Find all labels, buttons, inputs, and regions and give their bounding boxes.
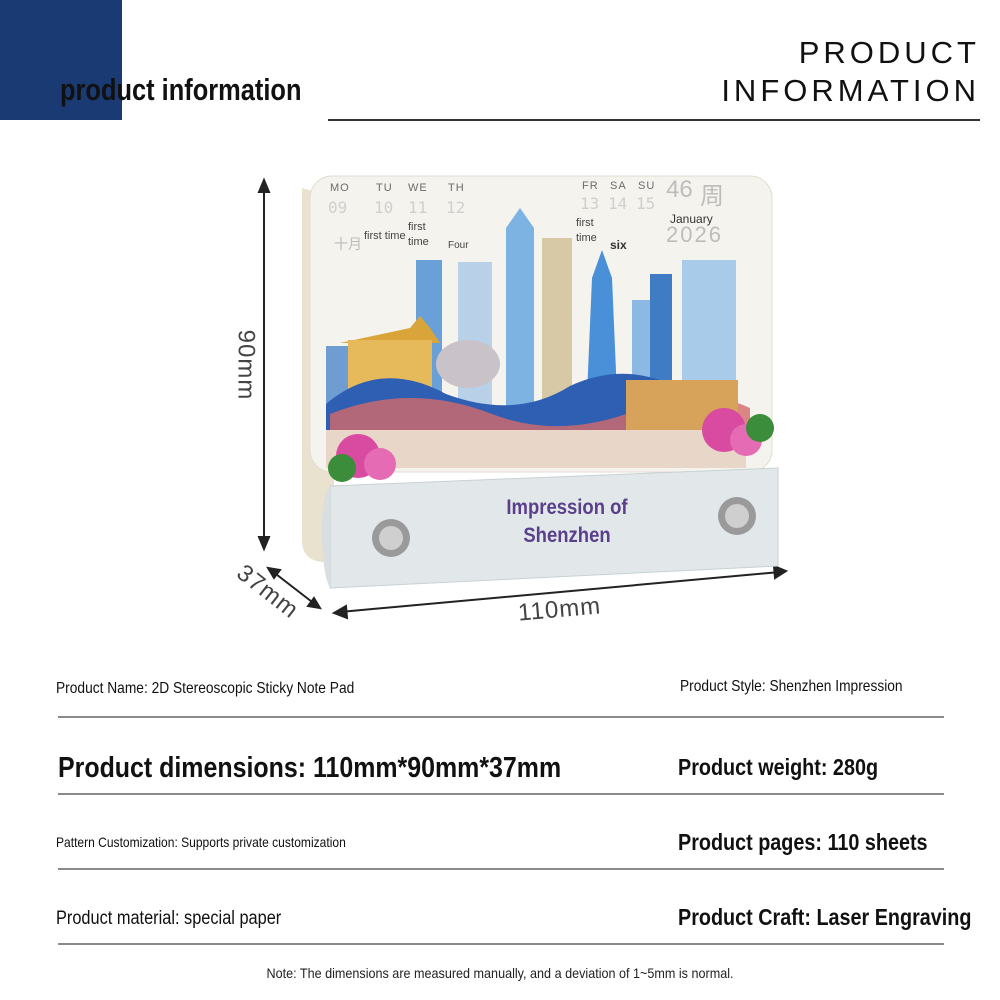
spec-product-material: Product material: special paper bbox=[56, 908, 282, 929]
calendar-day: SU bbox=[638, 180, 656, 192]
magnet-buttons bbox=[372, 497, 756, 557]
calendar-date: 15 bbox=[636, 194, 656, 213]
product-illustration bbox=[257, 175, 789, 620]
week-number: 46 bbox=[666, 176, 693, 203]
spec-divider bbox=[58, 793, 944, 795]
width-arrow bbox=[339, 571, 781, 613]
depth-arrow bbox=[271, 570, 317, 606]
spec-product-name: Product Name: 2D Stereoscopic Sticky Not… bbox=[56, 680, 355, 697]
calendar-date: 09 bbox=[328, 198, 348, 217]
calendar-note: first time bbox=[576, 217, 597, 244]
skyline bbox=[326, 208, 750, 468]
stand-engraving: Impression of Shenzhen bbox=[501, 494, 633, 550]
spec-divider bbox=[58, 868, 944, 870]
calendar-note: Four bbox=[448, 240, 469, 251]
calendar-date: 12 bbox=[446, 198, 466, 217]
calendar-date: 11 bbox=[408, 198, 428, 217]
spec-product-dimensions: Product dimensions: 110mm*90mm*37mm bbox=[58, 752, 562, 784]
spec-product-pages: Product pages: 110 sheets bbox=[678, 829, 928, 855]
lunar-date: 十月 bbox=[334, 236, 362, 252]
calendar-date: 13 bbox=[580, 194, 600, 213]
spec-divider bbox=[58, 716, 944, 718]
corner-accent-block bbox=[0, 0, 122, 120]
calendar-year: 2026 bbox=[666, 222, 723, 247]
dimension-arrows bbox=[257, 177, 789, 620]
spec-pattern-customization: Pattern Customization: Supports private … bbox=[56, 834, 346, 850]
page-title-line2: INFORMATION bbox=[721, 73, 980, 108]
calendar-note: first time bbox=[408, 221, 429, 248]
height-label: 90mm bbox=[232, 329, 260, 401]
spec-product-craft: Product Craft: Laser Engraving bbox=[678, 904, 972, 930]
page-title: PRODUCT INFORMATION bbox=[721, 34, 980, 110]
footnote: Note: The dimensions are measured manual… bbox=[266, 965, 734, 981]
product-image: 90mm 110mm 37mm MO TU WE TH 09 10 11 12 … bbox=[230, 168, 790, 638]
calendar-date: 14 bbox=[608, 194, 628, 213]
calendar-date: 10 bbox=[374, 198, 394, 217]
calendar-note: first time bbox=[364, 230, 406, 242]
spec-product-weight: Product weight: 280g bbox=[678, 754, 879, 780]
calendar-day: SA bbox=[610, 180, 627, 192]
section-label: product information bbox=[60, 72, 302, 107]
page-title-line1: PRODUCT bbox=[798, 35, 980, 70]
week-char: 周 bbox=[700, 183, 724, 210]
spec-divider bbox=[58, 943, 944, 945]
calendar-day: MO bbox=[330, 182, 350, 194]
stand-engraving-line2: Shenzhen bbox=[523, 524, 611, 547]
flower-decoration bbox=[328, 408, 774, 482]
calendar-month: January bbox=[670, 212, 713, 226]
calendar-day: TH bbox=[448, 182, 465, 194]
stand-engraving-line1: Impression of bbox=[506, 496, 628, 519]
calendar-day: WE bbox=[408, 182, 428, 194]
calendar-day: TU bbox=[376, 182, 393, 194]
calendar-note: six bbox=[610, 238, 627, 252]
calendar-day: FR bbox=[582, 180, 599, 192]
header-divider bbox=[328, 119, 980, 121]
spec-product-style: Product Style: Shenzhen Impression bbox=[680, 678, 903, 695]
